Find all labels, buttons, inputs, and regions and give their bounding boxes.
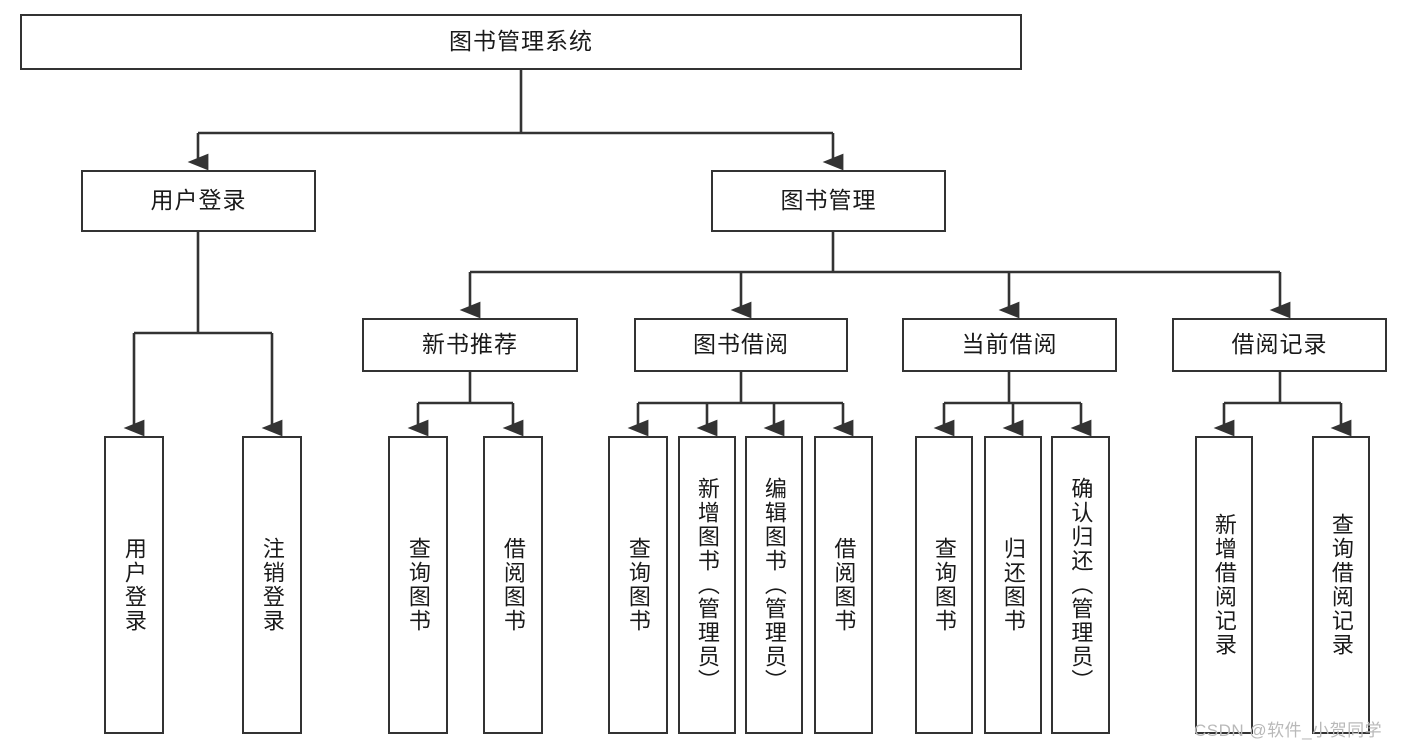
- csdn-watermark: CSDN @软件_小贺同学: [1194, 721, 1383, 740]
- leaf-query-books-current[interactable]: 查询图书: [915, 436, 973, 734]
- leaf-confirm-return-admin-label: 确认归还（管理员）: [1068, 477, 1094, 693]
- leaf-borrow-books-newbook[interactable]: 借阅图书: [483, 436, 543, 734]
- leaf-add-borrow-record[interactable]: 新增借阅记录: [1195, 436, 1253, 734]
- leaf-return-book[interactable]: 归还图书: [984, 436, 1042, 734]
- leaf-query-books-current-label: 查询图书: [931, 537, 957, 633]
- node-borrow-records-label: 借阅记录: [1231, 331, 1328, 358]
- node-book-borrow[interactable]: 图书借阅: [634, 318, 848, 372]
- leaf-query-books-newbook-label: 查询图书: [405, 537, 431, 633]
- node-new-book-recommend[interactable]: 新书推荐: [362, 318, 578, 372]
- node-user-login-label: 用户登录: [150, 187, 247, 214]
- leaf-query-books-borrow[interactable]: 查询图书: [608, 436, 668, 734]
- node-current-borrow[interactable]: 当前借阅: [902, 318, 1117, 372]
- leaf-lend-book-label: 借阅图书: [831, 537, 857, 633]
- leaf-edit-book-admin-label: 编辑图书（管理员）: [761, 477, 787, 693]
- node-current-borrow-label: 当前借阅: [961, 331, 1058, 358]
- leaf-add-book-admin-label: 新增图书（管理员）: [694, 477, 720, 693]
- node-borrow-records[interactable]: 借阅记录: [1172, 318, 1387, 372]
- leaf-query-books-newbook[interactable]: 查询图书: [388, 436, 448, 734]
- leaf-lend-book[interactable]: 借阅图书: [814, 436, 873, 734]
- leaf-edit-book-admin[interactable]: 编辑图书（管理员）: [745, 436, 803, 734]
- node-new-book-recommend-label: 新书推荐: [422, 331, 518, 358]
- leaf-user-login-label: 用户登录: [121, 537, 147, 633]
- leaf-confirm-return-admin[interactable]: 确认归还（管理员）: [1051, 436, 1110, 734]
- node-user-login[interactable]: 用户登录: [81, 170, 316, 232]
- leaf-user-logout[interactable]: 注销登录: [242, 436, 302, 734]
- leaf-query-borrow-record-label: 查询借阅记录: [1328, 513, 1354, 657]
- leaf-query-books-borrow-label: 查询图书: [625, 537, 651, 633]
- node-root-label: 图书管理系统: [449, 28, 593, 55]
- leaf-borrow-books-newbook-label: 借阅图书: [500, 537, 526, 633]
- node-root[interactable]: 图书管理系统: [20, 14, 1022, 70]
- node-book-borrow-label: 图书借阅: [693, 331, 789, 358]
- node-book-management[interactable]: 图书管理: [711, 170, 946, 232]
- leaf-user-login[interactable]: 用户登录: [104, 436, 164, 734]
- node-book-management-label: 图书管理: [780, 187, 877, 214]
- leaf-user-logout-label: 注销登录: [259, 537, 285, 633]
- leaf-return-book-label: 归还图书: [1000, 537, 1026, 633]
- leaf-add-book-admin[interactable]: 新增图书（管理员）: [678, 436, 736, 734]
- leaf-add-borrow-record-label: 新增借阅记录: [1211, 513, 1237, 657]
- leaf-query-borrow-record[interactable]: 查询借阅记录: [1312, 436, 1370, 734]
